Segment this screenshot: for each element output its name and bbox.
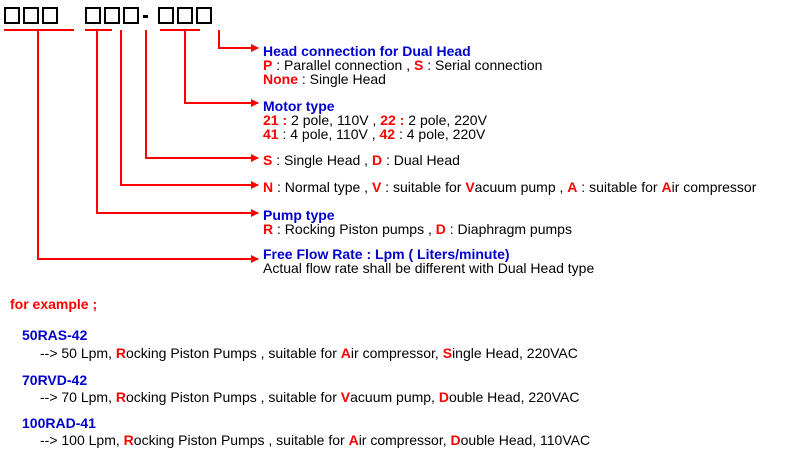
- text-segment: ocking Piston Pumps , suitable for: [126, 389, 341, 405]
- text-segment: ouble Head, 110VAC: [460, 432, 591, 448]
- example-code: 50RAS-42: [22, 327, 88, 343]
- code-box: [23, 7, 39, 24]
- text-segment: acuum pump ,: [474, 179, 568, 195]
- text-segment: --> 100 Lpm,: [40, 432, 124, 448]
- text-segment: ingle Head, 220VAC: [452, 345, 578, 361]
- leader-motor-type: [184, 30, 259, 107]
- text-segment: ir compressor: [671, 179, 757, 195]
- legend-line: N : Normal type , V : suitable for Vacuu…: [263, 180, 756, 194]
- legend-line: Actual flow rate shall be different with…: [263, 261, 594, 275]
- legend-head-count: S : Single Head , D : Dual Head: [263, 153, 460, 167]
- text-segment: : Single Head ,: [272, 152, 372, 168]
- code-box: [158, 7, 174, 24]
- legend-line: S : Single Head , D : Dual Head: [263, 153, 460, 167]
- code-letter: 41: [263, 126, 279, 142]
- legend-line: 21 : 2 pole, 110V , 22 : 2 pole, 220V: [263, 113, 487, 127]
- text-segment: ir compressor,: [358, 432, 451, 448]
- legend-title: Motor type: [263, 98, 335, 114]
- leader-usage-type: [120, 30, 259, 189]
- code-letter: A: [348, 432, 359, 448]
- code-letter: V: [371, 179, 382, 195]
- legend-line: R : Rocking Piston pumps , D : Diaphragm…: [263, 222, 572, 236]
- code-box: [196, 7, 212, 24]
- leader-pump-type: [96, 30, 259, 217]
- text-segment: : Single Head: [298, 71, 386, 87]
- legend-title: Head connection for Dual Head: [263, 43, 471, 59]
- code-letter: 21 :: [263, 112, 288, 128]
- code-letter: 22 :: [380, 112, 405, 128]
- text-segment: : Rocking Piston pumps ,: [273, 221, 436, 237]
- code-letter: A: [340, 345, 351, 361]
- examples-title: for example ;: [10, 296, 98, 312]
- text-segment: Actual flow rate shall be different with…: [263, 260, 595, 276]
- text-segment: : Serial connection: [423, 57, 543, 73]
- code-letter: R: [115, 389, 126, 405]
- code-letter: V: [465, 179, 475, 195]
- code-letter: R: [123, 432, 134, 448]
- code-box: [104, 7, 120, 24]
- legend-flow-rate: Free Flow Rate : Lpm ( Liters/minute)Act…: [263, 247, 594, 275]
- code-letter: S: [442, 345, 453, 361]
- text-segment: : Diaphragm pumps: [445, 221, 572, 237]
- legend-line: P : Parallel connection , S : Serial con…: [263, 58, 542, 72]
- text-segment: : 4 pole, 220V: [395, 126, 486, 142]
- example-code: 100RAD-41: [22, 415, 96, 431]
- code-letter: D: [435, 221, 446, 237]
- code-box: [4, 7, 20, 24]
- legend-title: Pump type: [263, 207, 335, 223]
- text-segment: : 4 pole, 110V ,: [278, 126, 380, 142]
- legend-line: 41 : 4 pole, 110V , 42 : 4 pole, 220V: [263, 127, 487, 141]
- code-letter: V: [340, 389, 351, 405]
- text-segment: : Parallel connection ,: [272, 57, 414, 73]
- text-segment: acuum pump,: [350, 389, 439, 405]
- legend-usage-type: N : Normal type , V : suitable for Vacuu…: [263, 180, 756, 194]
- text-segment: ocking Piston Pumps , suitable for: [133, 432, 349, 448]
- code-box: [42, 7, 58, 24]
- code-letter: D: [371, 152, 383, 168]
- text-segment: ocking Piston Pumps , suitable for: [126, 345, 341, 361]
- text-segment: --> 70 Lpm,: [40, 389, 116, 405]
- code-box: [177, 7, 193, 24]
- leader-head-count: [145, 30, 259, 162]
- code-letter: None: [263, 71, 298, 87]
- code-letter: S: [263, 152, 273, 168]
- connector-lines: [4, 29, 259, 263]
- code-dash: [143, 15, 148, 18]
- code-letter: R: [263, 221, 274, 237]
- text-segment: 2 pole, 220V: [404, 112, 487, 128]
- code-letter: D: [438, 389, 449, 405]
- text-segment: : suitable for: [381, 179, 466, 195]
- code-letter: A: [661, 179, 672, 195]
- text-segment: 2 pole, 110V ,: [287, 112, 381, 128]
- code-letter: R: [115, 345, 126, 361]
- leader-head-connection: [218, 30, 259, 52]
- code-letter: S: [413, 57, 424, 73]
- legend-title: Free Flow Rate : Lpm ( Liters/minute): [263, 246, 510, 262]
- code-box: [85, 7, 101, 24]
- code-letter: 42: [379, 126, 396, 142]
- text-segment: : Dual Head: [382, 152, 460, 168]
- code-letter: A: [567, 179, 578, 195]
- text-segment: : suitable for: [577, 179, 662, 195]
- text-segment: ouble Head, 220VAC: [448, 389, 580, 405]
- leader-flow-rate: [37, 30, 259, 263]
- example-desc: --> 70 Lpm, Rocking Piston Pumps , suita…: [40, 389, 579, 405]
- legend-line: None : Single Head: [263, 72, 542, 86]
- code-letter: P: [263, 57, 273, 73]
- text-segment: --> 50 Lpm,: [40, 345, 116, 361]
- text-segment: ir compressor,: [350, 345, 443, 361]
- example-desc: --> 50 Lpm, Rocking Piston Pumps , suita…: [40, 345, 578, 361]
- code-box: [123, 7, 139, 24]
- example-desc: --> 100 Lpm, Rocking Piston Pumps , suit…: [40, 432, 590, 448]
- code-letter: N: [263, 179, 274, 195]
- text-segment: : Normal type ,: [273, 179, 372, 195]
- code-letter: D: [450, 432, 461, 448]
- example-code: 70RVD-42: [22, 372, 88, 388]
